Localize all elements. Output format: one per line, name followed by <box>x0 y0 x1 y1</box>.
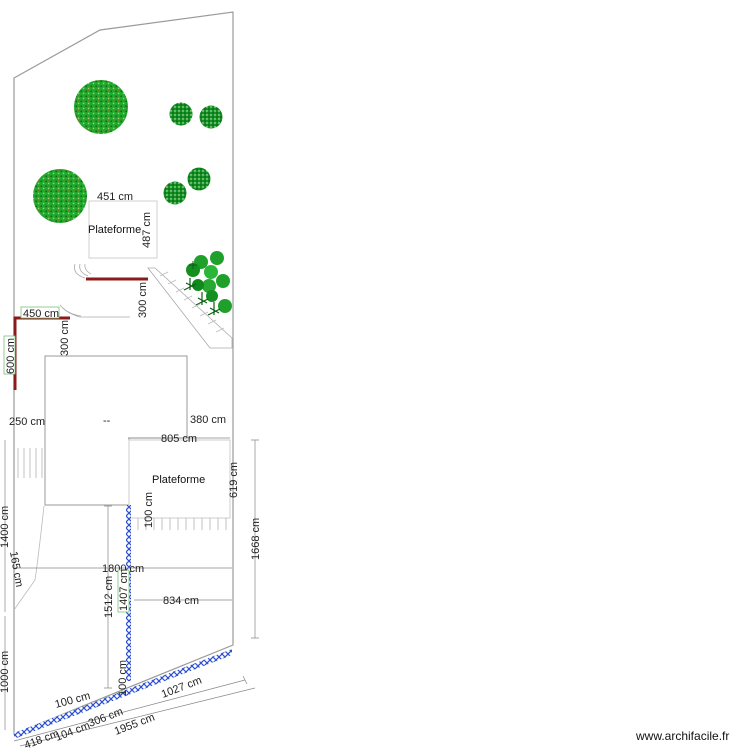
dim-label: 1668 cm <box>250 518 262 560</box>
plot-boundary <box>13 11 234 735</box>
dim-label: 834 cm <box>163 595 199 607</box>
stair-curve <box>59 304 130 318</box>
dim-label: 487 cm <box>141 212 153 248</box>
dim-box <box>117 569 130 613</box>
dim-label: 600 cm <box>5 338 17 374</box>
deck-slats <box>137 518 227 530</box>
dim-label: 104 cm <box>54 720 92 744</box>
dim-label: 300 cm <box>137 282 149 318</box>
tree-icon <box>74 80 128 134</box>
dim-label: 380 cm <box>190 414 226 426</box>
dimension-lines <box>4 437 259 747</box>
platform-label: Plateforme <box>152 474 205 486</box>
dim-label: 1512 cm <box>103 576 115 618</box>
shrub-icon <box>169 102 193 126</box>
ramp-steps <box>159 271 225 333</box>
dim-label: 451 cm <box>97 191 133 203</box>
dim-label: 1400 cm <box>0 506 11 548</box>
dim-label: 1000 cm <box>0 651 11 693</box>
platform-label: Plateforme <box>88 224 141 236</box>
stair-curve <box>74 263 92 279</box>
shrub-icon <box>163 181 187 205</box>
shrub-icon <box>199 105 223 129</box>
ramp <box>147 267 233 349</box>
fence-diagonal <box>14 649 232 739</box>
dim-label: 250 cm <box>9 416 45 428</box>
dim-box <box>3 335 16 375</box>
bush-cluster-icon <box>183 251 232 316</box>
dim-label: 805 cm <box>161 433 197 445</box>
dim-label: 100 cm <box>143 492 155 528</box>
shrub-icon <box>187 167 211 191</box>
watermark: www.archifacile.fr <box>635 729 729 743</box>
platform-bottom <box>128 439 231 519</box>
dim-label: 450 cm <box>23 308 59 320</box>
dim-label: 1800 cm <box>102 563 144 575</box>
tree-icon <box>33 169 87 223</box>
house-center-mark: -- <box>103 415 111 427</box>
dim-label: 1407 cm <box>118 569 130 611</box>
dim-label: 619 cm <box>228 462 240 498</box>
side-steps <box>17 448 43 478</box>
dim-label: 100 cm <box>117 660 129 696</box>
path-curve <box>13 505 45 611</box>
dim-box <box>20 306 60 319</box>
platform-top <box>88 200 158 259</box>
dim-label: 300 cm <box>59 320 71 356</box>
dim-label: 165 cm <box>7 550 25 588</box>
